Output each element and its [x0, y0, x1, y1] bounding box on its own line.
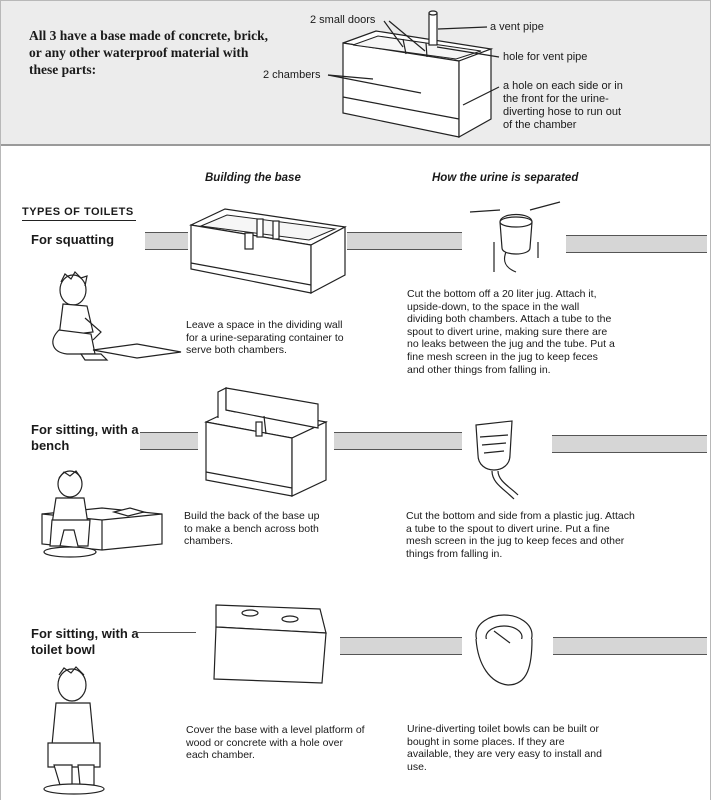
label-side-hole: a hole on each side or in the front for … [503, 80, 623, 131]
connector-bar [552, 435, 707, 453]
row3-urine-text: Urine-diverting toilet bowls can be buil… [407, 723, 602, 773]
row-title-bench: For sitting, with a bench [31, 422, 139, 453]
connector-line [136, 632, 196, 650]
connector-bar [553, 637, 707, 655]
types-heading: TYPES OF TOILETS [22, 206, 136, 221]
row-title-squatting: For squatting [31, 232, 115, 247]
column-heading-urine: How the urine is separated [432, 172, 579, 184]
cut-jug-illustration [475, 420, 519, 500]
label-chambers: 2 chambers [263, 69, 321, 81]
toilet-bowl-person-illustration [43, 666, 105, 795]
intro-text: All 3 have a base made of concrete, bric… [29, 28, 268, 77]
row1-urine-text: Cut the bottom off a 20 liter jug. Attac… [407, 288, 615, 376]
connector-bar [347, 232, 462, 250]
header-panel: All 3 have a base made of concrete, bric… [0, 0, 711, 146]
connector-bar [340, 637, 462, 655]
connector-bar [145, 232, 188, 250]
base-diagram-illustration [327, 10, 500, 139]
connector-bar [334, 432, 462, 450]
connector-bar [140, 432, 198, 450]
row-title-toilet-bowl: For sitting, with a toilet bowl [31, 626, 139, 657]
bench-person-illustration [41, 470, 163, 558]
label-vent-pipe: a vent pipe [490, 21, 544, 33]
label-small-doors: 2 small doors [310, 14, 376, 26]
row2-base-text: Build the back of the base up to make a … [184, 510, 320, 548]
column-heading-base: Building the base [205, 172, 301, 184]
connector-bar [566, 235, 707, 253]
urine-diverting-bowl-illustration [475, 614, 533, 686]
squatting-person-illustration [52, 271, 182, 361]
squatting-base-illustration [189, 208, 347, 294]
row2-urine-text: Cut the bottom and side from a plastic j… [406, 510, 635, 560]
toilet-bowl-base-illustration [213, 604, 327, 684]
bench-base-illustration [204, 387, 328, 497]
jug-separator-illustration [469, 201, 561, 273]
label-vent-hole: hole for vent pipe [503, 51, 588, 63]
row1-base-text: Leave a space in the dividing wall for a… [186, 319, 344, 357]
row3-base-text: Cover the base with a level platform of … [186, 724, 365, 762]
